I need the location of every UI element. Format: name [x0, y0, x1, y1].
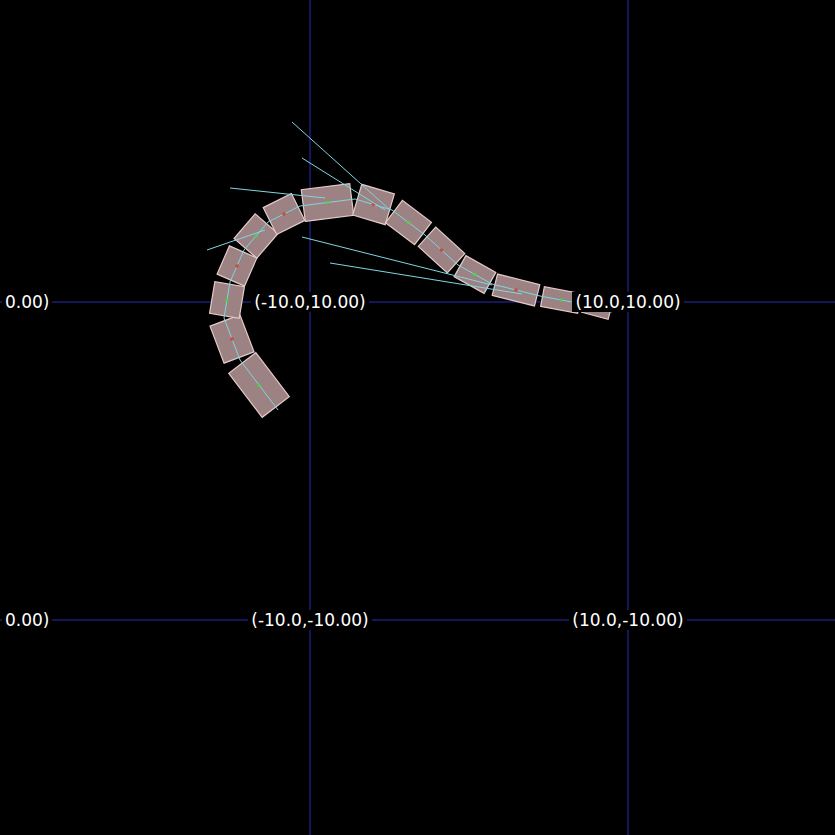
joint-dot [559, 298, 563, 302]
body-segment [418, 227, 465, 273]
joint-dot [230, 337, 234, 341]
joint-dot [254, 234, 258, 238]
grid-line [627, 0, 629, 835]
coordinate-label: (-10.0,-10.00) [248, 610, 371, 630]
joint-dot [225, 298, 229, 302]
coordinate-label: (10.0,-10.00) [569, 610, 686, 630]
body-segment [301, 184, 353, 222]
body-segment [263, 194, 305, 235]
grid-line [0, 619, 835, 621]
sensor-ray [302, 158, 385, 210]
joint-dot [326, 201, 330, 205]
sensor-ray [207, 230, 265, 250]
grid-line [0, 301, 835, 303]
spine-line [224, 199, 612, 410]
coordinate-label: (10.0,10.00) [572, 292, 683, 312]
coordinate-label: (-10.0,10.00) [251, 292, 368, 312]
joint-dot [473, 273, 477, 277]
body-segment [229, 353, 290, 418]
coordinate-label: 0.00) [2, 292, 52, 312]
joint-dot [282, 212, 286, 216]
sensor-rays [207, 122, 522, 294]
body-segment [454, 256, 496, 294]
segment-chain [210, 184, 613, 418]
sensor-ray [302, 237, 492, 285]
body-segment [386, 200, 432, 244]
sensor-ray [292, 122, 390, 210]
joint-dot [407, 221, 411, 225]
body-segment [210, 282, 245, 319]
body-segment [210, 315, 254, 363]
joint-dot [440, 248, 444, 252]
grid-line [309, 0, 311, 835]
joint-dot [257, 383, 261, 387]
sensor-ray [230, 188, 325, 198]
sensor-ray [330, 263, 522, 294]
coordinate-label: 0.00) [2, 610, 52, 630]
joint-dot [235, 264, 239, 268]
joint-dot [514, 288, 518, 292]
